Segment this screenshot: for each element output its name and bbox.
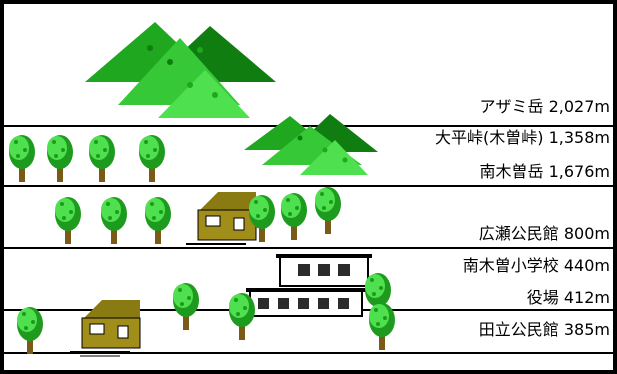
mountain-icon (85, 22, 276, 118)
divider-line (0, 352, 617, 354)
elevation-label: 南木曽小学校 440m (462, 256, 610, 275)
elevation-label: 南木曽岳 1,676m (479, 162, 610, 181)
mountain-icon (244, 114, 378, 175)
tree-icon (315, 187, 341, 234)
divider-line (0, 125, 617, 127)
tree-icon (47, 135, 73, 182)
tree-icon (145, 197, 171, 244)
tree-icon (139, 135, 165, 182)
divider-line (0, 185, 617, 187)
divider-line (0, 247, 617, 249)
tree-icon (101, 197, 127, 244)
tree-icon (9, 135, 35, 182)
house-icon (69, 299, 141, 357)
tree-icon (281, 193, 307, 240)
tree-icon (369, 303, 395, 350)
house-icon (185, 191, 257, 249)
tree-icon (173, 283, 199, 330)
tree-icon (229, 293, 255, 340)
school-building-icon (246, 254, 372, 317)
elevation-label: 役場 412m (526, 288, 610, 307)
tree-icon (55, 197, 81, 244)
elevation-label: 大平峠(木曽峠) 1,358m (435, 128, 610, 147)
elevation-label: 田立公民館 385m (478, 320, 610, 339)
elevation-label: アザミ岳 2,027m (479, 97, 610, 116)
elevation-label: 広瀬公民館 800m (478, 224, 610, 243)
tree-icon (17, 307, 43, 354)
tree-icon (89, 135, 115, 182)
